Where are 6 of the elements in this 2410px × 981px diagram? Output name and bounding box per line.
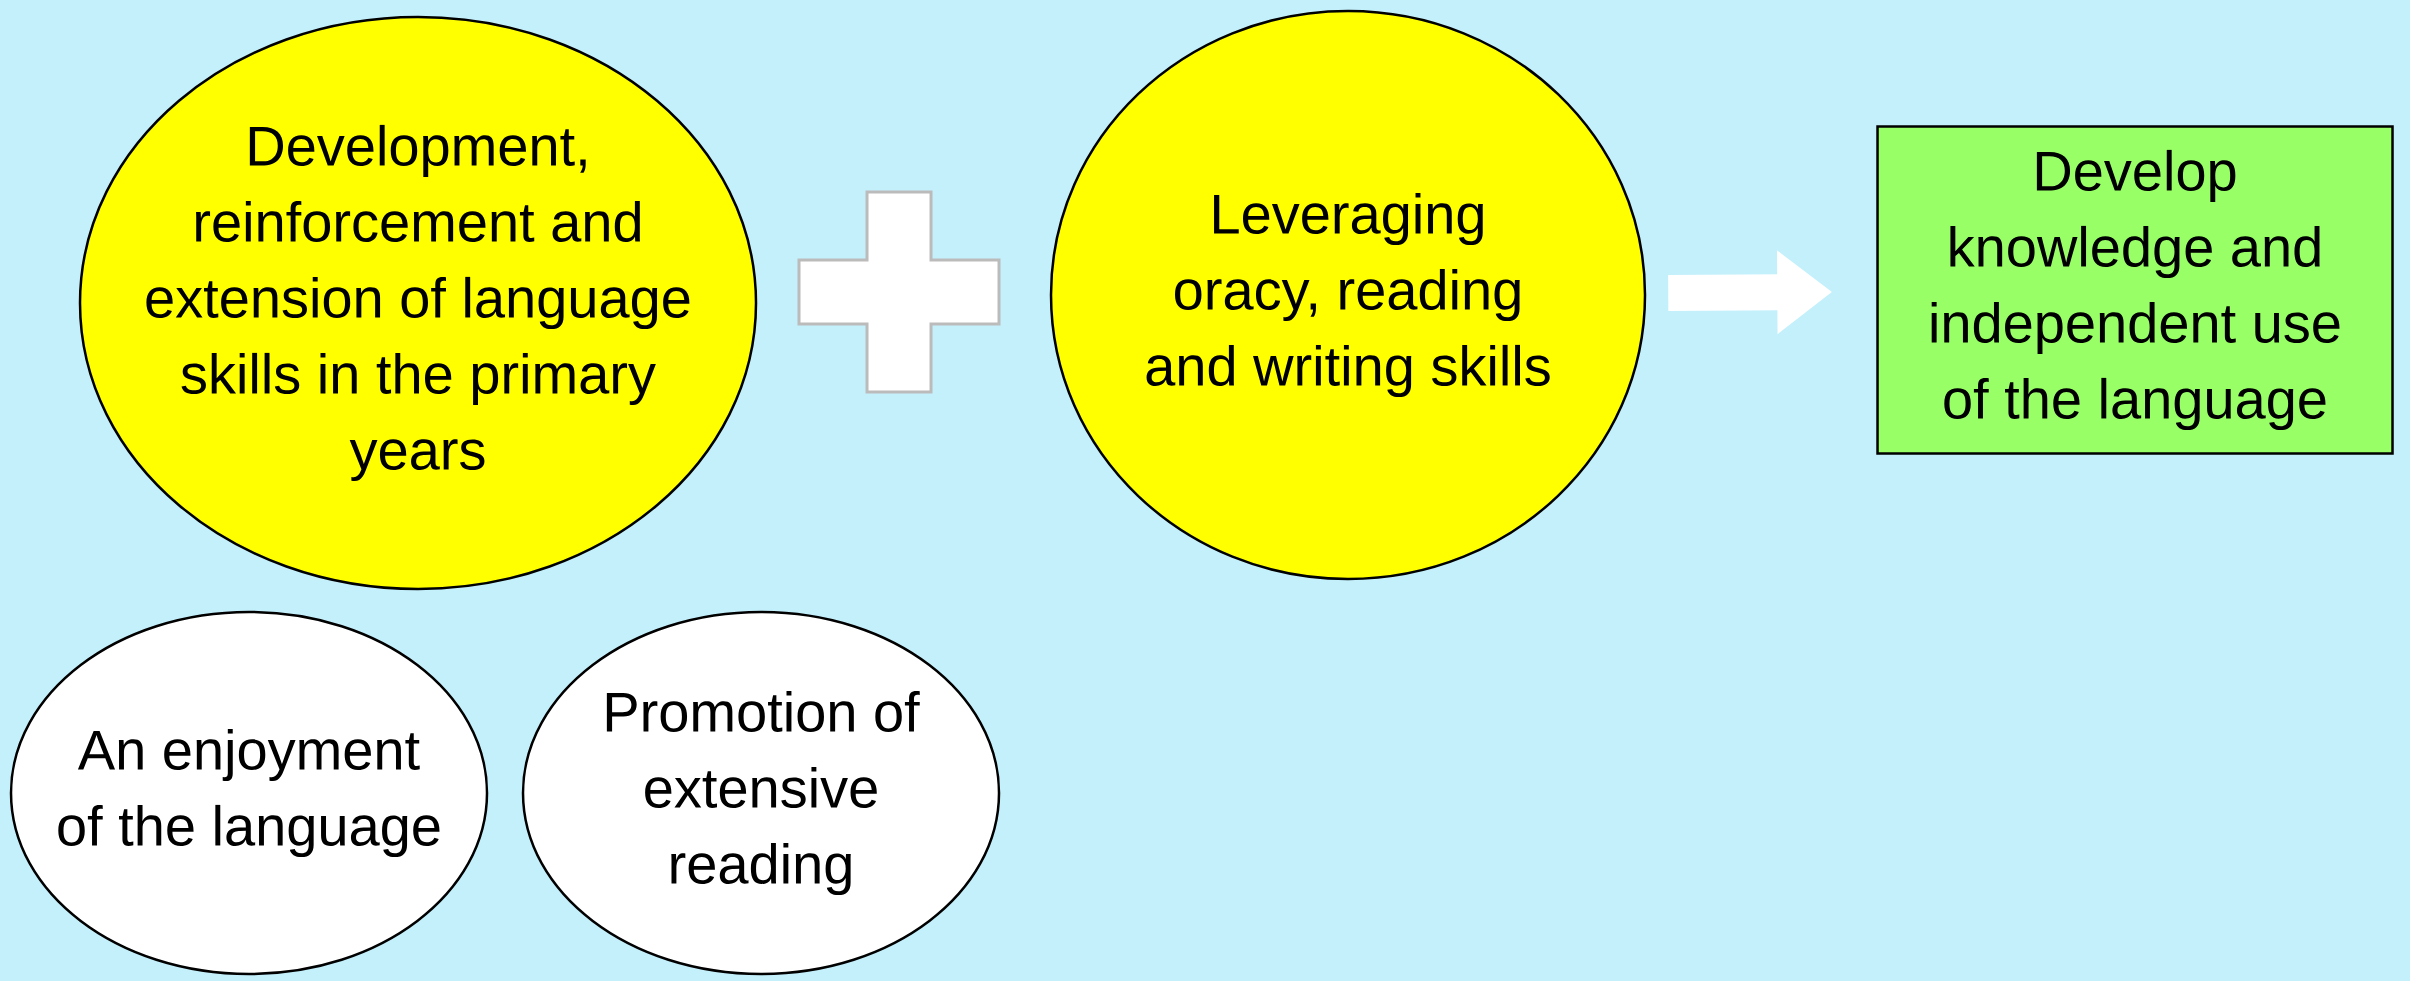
ellipse-node: Development, reinforcement and extension of language skills in the primary years (78, 15, 758, 591)
ellipse-node: Leveraging oracy, reading and writing skills (1049, 9, 1647, 581)
plus-sign (797, 190, 1001, 394)
ellipse-node: Promotion of extensive reading (521, 610, 1001, 976)
process-box: Develop knowledge and independent use of the language (1876, 125, 2394, 455)
ellipse-node: An enjoyment of the language (9, 610, 489, 976)
